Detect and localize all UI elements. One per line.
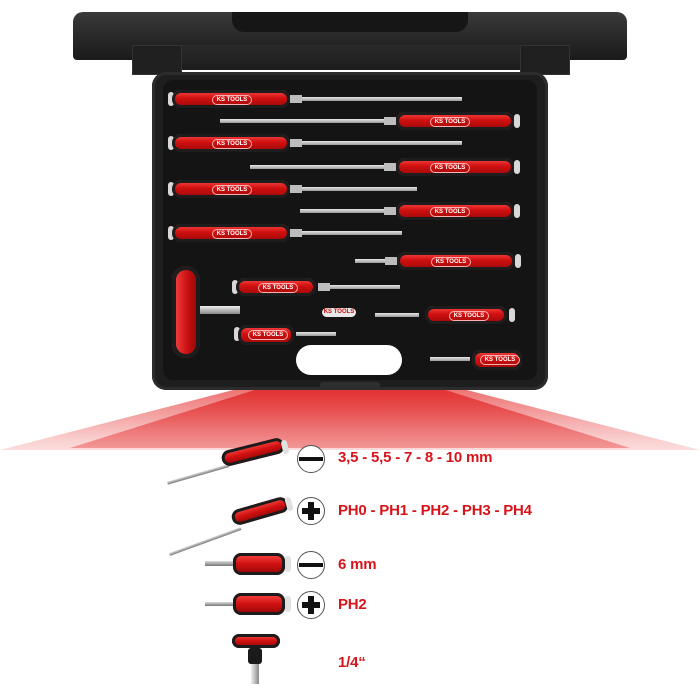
- case-handle-cutout: [296, 345, 402, 375]
- t-handle-bit-driver: [232, 634, 292, 694]
- legend-row-phillips-long: PH0 - PH1 - PH2 - PH3 - PH4: [0, 493, 700, 556]
- legend-label: 3,5 - 5,5 - 7 - 8 - 10 mm: [338, 449, 493, 466]
- stubby-screwdriver-slotted: [205, 551, 295, 581]
- case-screwdriver-6: KS TOOLS: [250, 158, 540, 176]
- case-screwdriver-2: KS TOOLS: [168, 134, 468, 152]
- case-screwdriver-9: KS TOOLS: [232, 278, 412, 296]
- legend-row-phillips-stubby: PH2: [0, 591, 700, 631]
- phillips-tip-icon: [297, 591, 325, 619]
- case-hinge-right: [520, 45, 570, 75]
- case-hinge: [132, 45, 568, 70]
- case-screwdriver-8: KS TOOLS: [355, 252, 540, 270]
- legend-row-slotted-stubby: 6 mm: [0, 551, 700, 591]
- case-screwdriver-4: KS TOOLS: [168, 224, 418, 242]
- case-screwdriver-1: KS TOOLS: [168, 90, 468, 108]
- long-screwdriver-phillips: [165, 493, 295, 556]
- case-t-handle-bit: [200, 306, 240, 314]
- slotted-tip-icon: [297, 551, 325, 579]
- case-screwdriver-3: KS TOOLS: [168, 180, 448, 198]
- legend-label: PH2: [338, 596, 367, 613]
- case-screwdriver-5: KS TOOLS: [220, 112, 540, 130]
- slotted-tip-icon: [297, 445, 325, 473]
- tray-logo: KS TOOLS: [322, 308, 356, 317]
- case-screwdriver-7: KS TOOLS: [300, 202, 540, 220]
- case-lid-recess: [232, 12, 468, 32]
- case-screwdriver-10: KS TOOLS: [375, 306, 540, 324]
- legend-label: 1/4“: [338, 654, 366, 671]
- case-stubby-screwdriver-1: KS TOOLS: [234, 325, 344, 345]
- stubby-screwdriver-phillips: [205, 591, 295, 621]
- long-screwdriver-slotted: [165, 436, 295, 485]
- legend-label: PH0 - PH1 - PH2 - PH3 - PH4: [338, 502, 532, 519]
- case-hinge-left: [132, 45, 182, 75]
- legend-label: 6 mm: [338, 556, 377, 573]
- case-t-handle-driver: [172, 266, 200, 358]
- phillips-tip-icon: [297, 497, 325, 525]
- case-handle-slot: [320, 382, 380, 388]
- legend-row-slotted-long: 3,5 - 5,5 - 7 - 8 - 10 mm: [0, 436, 700, 485]
- case-stubby-screwdriver-2: KS TOOLS: [430, 350, 530, 370]
- legend-row-t-handle: 1/4“: [0, 634, 700, 694]
